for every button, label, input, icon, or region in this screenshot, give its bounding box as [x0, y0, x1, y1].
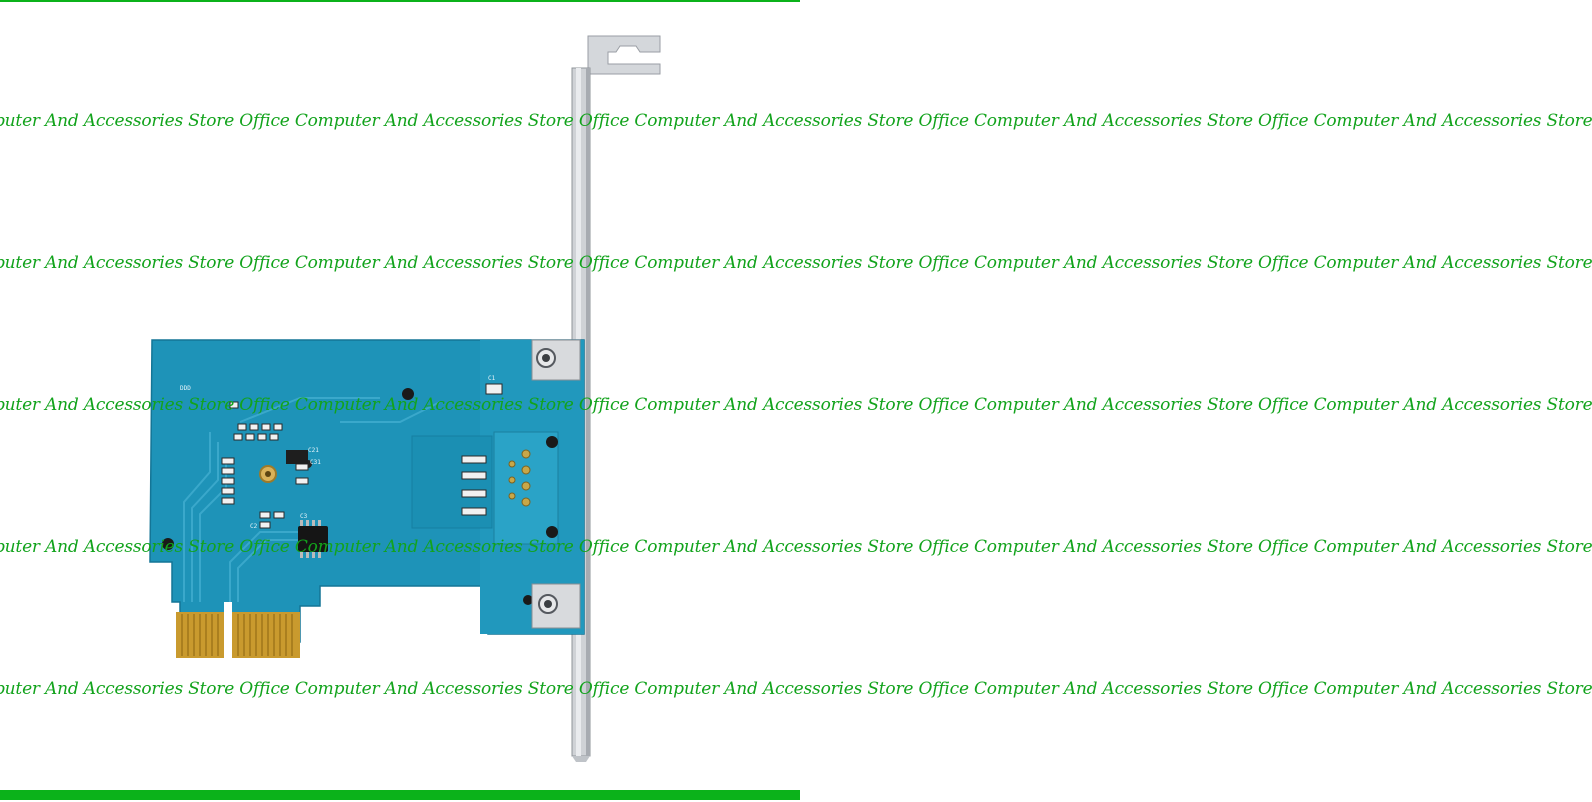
- gold-finger-block-right: [232, 612, 300, 658]
- silk-label: C21: [308, 447, 319, 454]
- silk-label: C2: [250, 523, 258, 530]
- pcie-key-notch: [224, 602, 232, 658]
- bracket-shadow: [586, 68, 590, 756]
- screw-dot: [523, 595, 533, 605]
- bottom-accent-bar: [0, 790, 800, 800]
- network-card-photo: DDD C21 C31 C1 C2 C3: [149, 35, 661, 762]
- screw-dot: [162, 538, 174, 550]
- small-ic: [286, 450, 308, 464]
- pcb-board: DDD C21 C31 C1 C2 C3: [149, 339, 585, 658]
- bracket-top-tab: [587, 35, 661, 75]
- pcb-traces: [183, 397, 441, 602]
- via-hole: [265, 471, 271, 477]
- rj45-port-footprint: [493, 431, 559, 545]
- smd-components: [221, 383, 503, 558]
- silk-label: DDD: [180, 385, 191, 392]
- bracket-tip: [572, 756, 590, 762]
- silkscreen-labels: DDD C21 C31 C1 C2 C3: [180, 375, 496, 530]
- main-ic-chip: [298, 526, 328, 552]
- pcie-gold-fingers: [176, 602, 300, 658]
- silk-label: C1: [488, 375, 496, 382]
- connector-resistors: [461, 455, 487, 516]
- metal-bracket: [571, 35, 661, 762]
- screw-dot: [402, 388, 414, 400]
- silk-label: C31: [310, 459, 321, 466]
- ic-pins: [300, 520, 321, 558]
- bracket-screws: [531, 339, 581, 629]
- silk-label: C3: [300, 513, 308, 520]
